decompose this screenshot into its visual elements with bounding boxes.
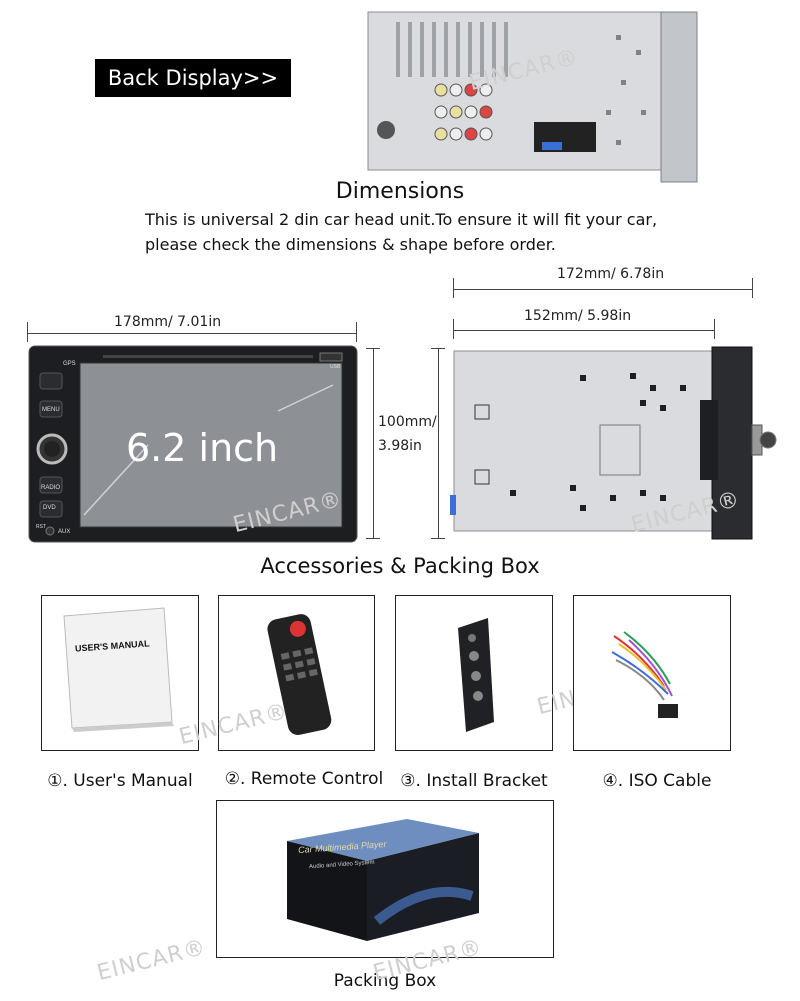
menu-label: MENU <box>42 407 60 413</box>
dimensions-description: This is universal 2 din car head unit.To… <box>145 207 657 257</box>
side-body-dimension-line <box>453 330 715 331</box>
iso-cable-box <box>573 595 731 751</box>
dimension-tick <box>431 348 445 349</box>
dimension-tick <box>366 348 380 349</box>
accessories-title: Accessories & Packing Box <box>260 554 540 578</box>
front-width-label: 178mm/ 7.01in <box>114 314 222 330</box>
iso-cable-caption: ④. ISO Cable <box>602 771 712 791</box>
packing-box-frame <box>216 800 554 958</box>
radio-label: RADIO <box>41 485 61 491</box>
front-width-dimension-line <box>27 333 357 334</box>
dimension-tick <box>453 278 454 298</box>
bracket-box <box>395 595 553 751</box>
side-height-line <box>438 348 439 538</box>
dimension-tick <box>356 322 357 342</box>
manual-box <box>41 595 199 751</box>
description-line-2: please check the dimensions & shape befo… <box>145 235 556 254</box>
remote-caption: ②. Remote Control <box>224 769 384 789</box>
manual-caption: ①. User's Manual <box>47 771 193 791</box>
height-label-1: 100mm/ <box>378 414 437 430</box>
back-unit-image <box>366 10 700 185</box>
dimensions-title: Dimensions <box>335 179 465 204</box>
dimension-tick <box>453 319 454 339</box>
packing-box-caption: Packing Box <box>333 971 437 991</box>
dimension-tick <box>431 538 445 539</box>
rst-label: RST <box>36 524 46 530</box>
description-line-1: This is universal 2 din car head unit.To… <box>145 210 658 229</box>
side-total-label: 172mm/ 6.78in <box>557 266 665 282</box>
height-label-2: 3.98in <box>378 438 422 454</box>
remote-box <box>218 595 375 751</box>
back-display-badge: Back Display>> <box>95 59 291 97</box>
watermark: EINCAR® <box>94 934 209 987</box>
dimension-tick <box>752 278 753 298</box>
screen-size-label: 6.2 inch <box>126 426 279 470</box>
side-total-dimension-line <box>453 289 753 290</box>
height-dimension-line <box>373 348 374 538</box>
dimension-tick <box>714 319 715 339</box>
gps-label: GPS <box>63 361 76 367</box>
side-unit-image <box>450 345 780 543</box>
front-unit-image <box>28 345 358 543</box>
side-body-label: 152mm/ 5.98in <box>524 308 632 324</box>
dvd-label: DVD <box>43 505 56 511</box>
bracket-caption: ③. Install Bracket <box>400 771 548 791</box>
aux-label: AUX <box>58 529 71 535</box>
usb-label: USB <box>330 364 341 370</box>
dimension-tick <box>366 538 380 539</box>
dimension-tick <box>27 322 28 342</box>
